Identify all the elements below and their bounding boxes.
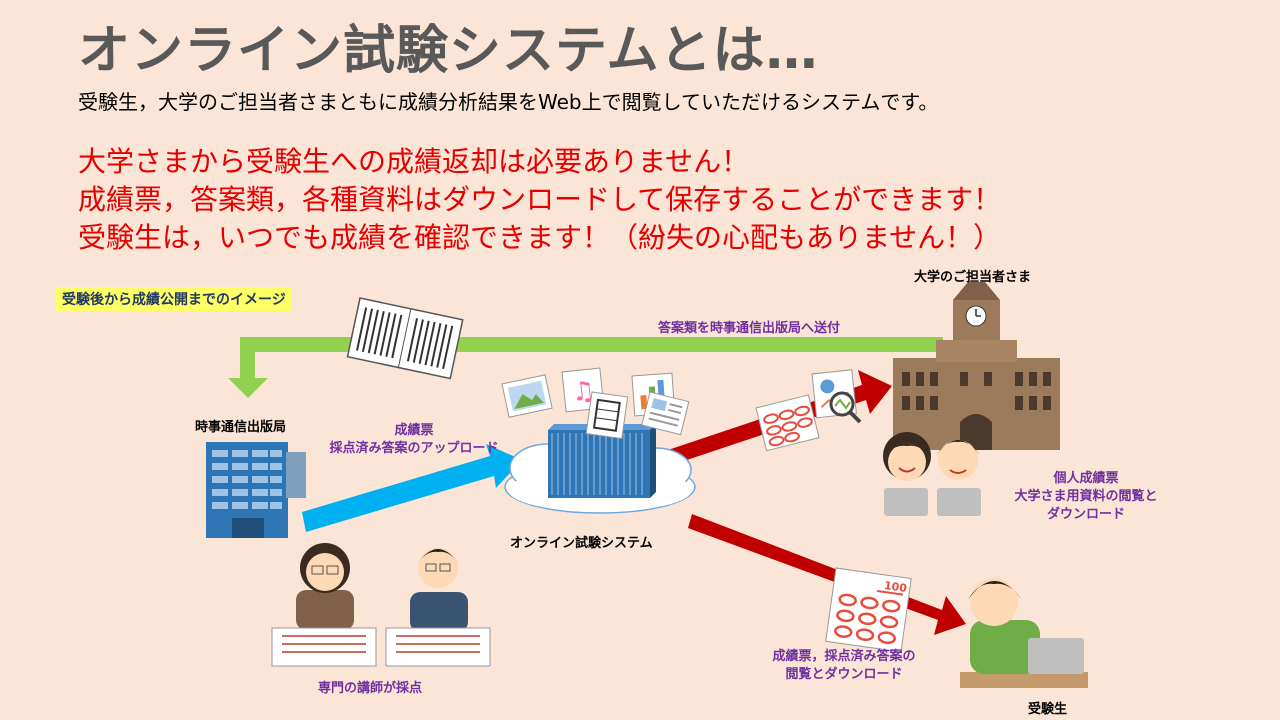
magnifier-icon [829,391,862,424]
system-label: オンライン試験システム [510,536,653,551]
university-label: 大学のご担当者さま [914,270,1032,285]
student-icon [960,578,1088,688]
university-view-label: 個人成績票 大学さま用資料の閲覧と ダウンロード [998,470,1174,524]
university-view-line: 大学さま用資料の閲覧と [1014,489,1158,504]
server-icon [548,424,656,498]
university-view-line: 個人成績票 [1053,471,1119,486]
score-sheet-icon [755,394,820,452]
highlight-item: 成績票，答案類，各種資料はダウンロードして保存することができます！ [78,183,1002,216]
student-view-label: 成績票，採点済み答案の 閲覧とダウンロード [756,648,932,684]
student-arrow [688,514,966,635]
university-building-icon [893,282,1060,450]
grader-male-icon [385,548,491,667]
highlight-item: 大学さまから受験生への成績返却は必要ありません！ [78,145,750,178]
answer-sheet-icon [346,297,464,380]
publisher-building-icon [206,442,306,538]
university-view-line: ダウンロード [1046,507,1125,522]
news-file-icon [641,391,690,436]
upload-label-line: 採点済み答案のアップロード [329,441,499,456]
highlight-item: 受験生は，いつでも成績を確認できます！（紛失の心配もありません！） [78,221,1002,254]
student-view-line: 成績票，採点済み答案の [772,649,916,664]
highlight-list: 大学さまから受験生への成績返却は必要ありません！ 成績票，答案類，各種資料はダウ… [78,143,1001,257]
score-sheet-100-icon: 100 [825,567,912,653]
publisher-label: 時事通信出版局 [195,420,287,435]
svg-text:100: 100 [883,579,908,595]
slide-title: オンライン試験システムとは… [78,21,819,81]
upload-label-line: 成績票 [394,423,434,438]
upload-label: 成績票 採点済み答案のアップロード [316,422,512,458]
upload-arrow [302,444,522,532]
send-label: 答案類を時事通信出版局へ送付 [658,321,841,336]
video-file-icon [585,391,629,440]
staff-male-icon [936,440,981,516]
student-label: 受験生 [1028,702,1068,717]
image-file-icon [501,374,553,418]
send-arrow [228,337,943,398]
slide-subtitle: 受験生，大学のご担当者さまともに成績分析結果をWeb上で閲覧していただけるシステ… [78,90,939,114]
section-label: 受験後から成績公開までのイメージ [56,287,292,311]
staff-female-icon [883,432,931,516]
student-view-line: 閲覧とダウンロード [785,667,903,682]
grader-female-icon [271,543,377,667]
graders-label: 専門の講師が採点 [318,681,423,696]
graded-paper-marks [282,635,480,653]
